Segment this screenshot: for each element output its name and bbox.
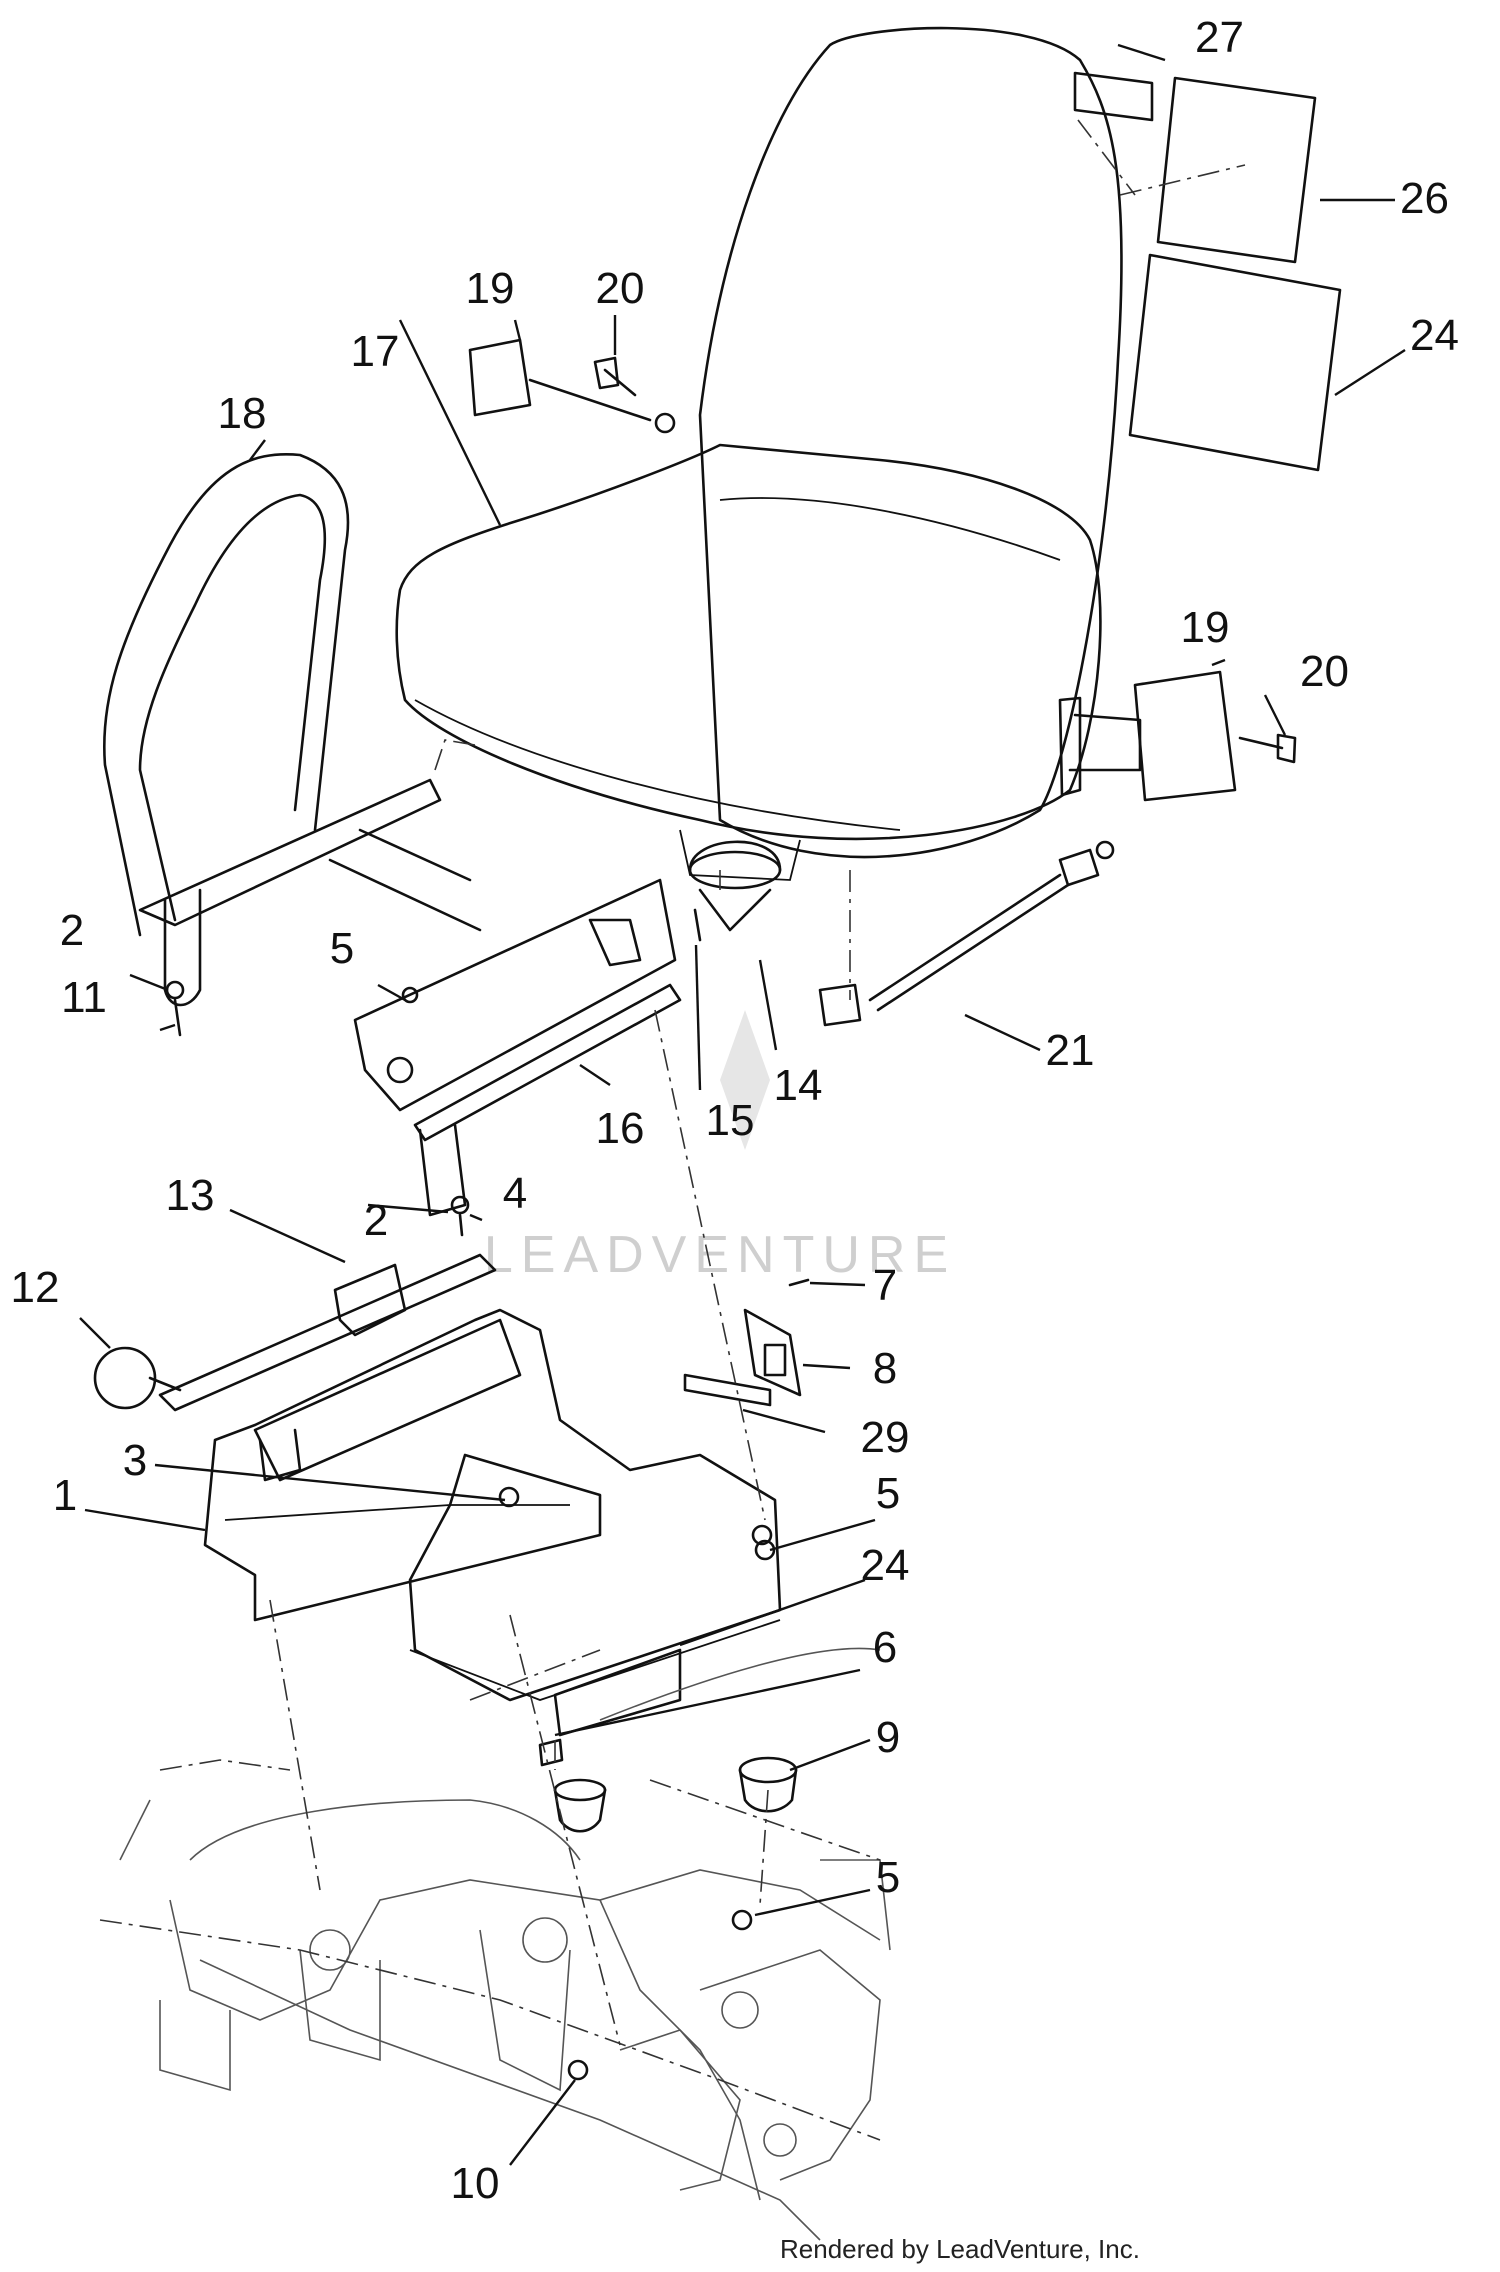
callout-2-lower: 2: [364, 1196, 388, 1245]
callout-27: 26: [1400, 174, 1449, 223]
callout-19-right: 19: [1181, 603, 1230, 652]
render-credit: Rendered by LeadVenture, Inc.: [780, 2234, 1140, 2264]
bolt-20-left: [593, 356, 637, 397]
seat-switch-14: [688, 840, 782, 932]
decal-26: [1128, 253, 1342, 472]
bumper-9-left: [553, 1778, 607, 1833]
callout-21: 21: [1046, 1026, 1095, 1075]
assembly-alignment-lines: [269, 739, 851, 2046]
callout-2-upper: 2: [60, 906, 84, 955]
seat-belt-buckle-19-left: [468, 338, 676, 434]
screw-15: [693, 908, 702, 942]
callout-9: 9: [876, 1713, 900, 1762]
callout-4: 4: [503, 1169, 527, 1218]
bumper-9-right: [738, 1756, 798, 1813]
callout-5-lower: 5: [876, 1853, 900, 1902]
latch-lever-13: [158, 1253, 522, 1482]
callout-13: 13: [166, 1171, 215, 1220]
callout-20-left: 20: [596, 264, 645, 313]
callout-12: 12: [11, 1263, 60, 1312]
callout-6: 6: [873, 1623, 897, 1672]
bolt-7: [788, 1278, 810, 1287]
seat-part-17: [395, 26, 1123, 881]
callout-5-upper: 5: [330, 924, 354, 973]
callout-3: 3: [123, 1436, 147, 1485]
base-plate-1: [203, 1308, 782, 1737]
leadventure-watermark: LEADVENTURE: [484, 1010, 956, 1284]
decal-28: [1073, 71, 1154, 122]
callout-19-left: 19: [466, 264, 515, 313]
seat-mount-frame-16: [138, 778, 682, 1217]
seat-belt-retractor-19-right: [1058, 670, 1237, 802]
handle-bar-18: [103, 453, 350, 937]
hardware-small-parts: [165, 980, 776, 2081]
decal-29: [683, 1373, 772, 1407]
callout-29: 29: [861, 1413, 910, 1462]
callout-20-right: 20: [1300, 647, 1349, 696]
callout-28: 27: [1195, 13, 1244, 62]
callout-7: 7: [873, 1261, 897, 1310]
wire-harness-21: [818, 840, 1115, 1027]
callout-11: 11: [61, 973, 107, 1022]
bolt-20-right: [1238, 733, 1297, 764]
callout-14: 14: [774, 1061, 823, 1110]
callout-5-middle: 5: [876, 1469, 900, 1518]
bracket-8: [743, 1308, 802, 1397]
callout-16: 16: [596, 1104, 645, 1153]
callout-26: 24: [1410, 311, 1459, 360]
callout-24: 24: [861, 1541, 910, 1590]
callout-15: 15: [706, 1096, 755, 1145]
callout-17: 17: [351, 327, 400, 376]
callout-8: 8: [873, 1344, 897, 1393]
decal-27: [1156, 76, 1317, 264]
callout-18: 18: [218, 389, 267, 438]
knob-12: [93, 1346, 182, 1410]
watermark-text: LEADVENTURE: [484, 1226, 956, 1284]
leader-lines: [79, 43, 1406, 2166]
callout-1: 1: [53, 1471, 77, 1520]
tractor-frame: [99, 1647, 891, 2241]
callout-10: 10: [451, 2159, 500, 2208]
callout-labels: 27 26 24 19 20 17 18 19 20 21 5 2 11 16 …: [11, 13, 1459, 2208]
